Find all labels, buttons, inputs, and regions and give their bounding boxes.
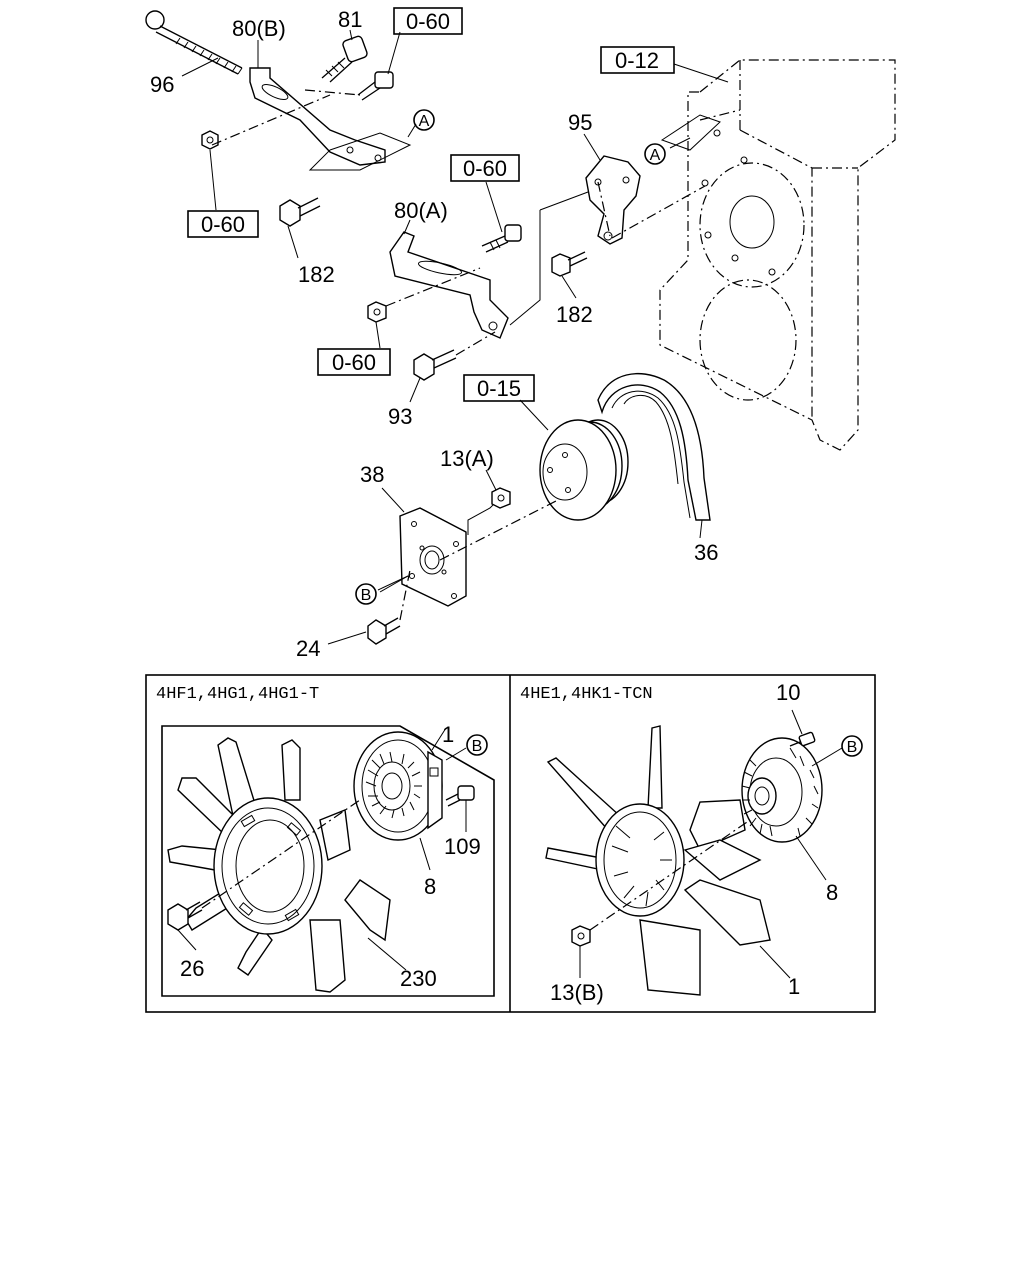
svg-text:B: B xyxy=(361,587,372,604)
left-variant-title: 4HF1,4HG1,4HG1-T xyxy=(156,685,319,704)
nut-13a xyxy=(491,487,511,509)
fitting-bolt xyxy=(357,71,394,101)
ref-box-0-60-mid[interactable]: 0-60 xyxy=(450,154,520,182)
bolt-109 xyxy=(445,785,475,807)
right-variant-leaders xyxy=(579,709,843,979)
bolt-24 xyxy=(367,617,401,645)
long-bolt-96 xyxy=(145,10,243,75)
right-variant-title: 4HE1,4HK1-TCN xyxy=(520,685,653,704)
callout-182-left: 182 xyxy=(298,262,335,287)
svg-text:A: A xyxy=(650,147,661,164)
ref-box-0-60-lower[interactable]: 0-60 xyxy=(317,348,391,376)
marker-b-right-variant: B xyxy=(841,735,863,757)
callout-13a: 13(A) xyxy=(440,446,494,471)
bracket-95 xyxy=(585,155,641,245)
hub-plate-38 xyxy=(399,507,467,607)
leader-a-top xyxy=(308,132,412,171)
callout-1-right: 1 xyxy=(788,974,800,999)
pulley xyxy=(539,419,629,521)
callout-182-right: 182 xyxy=(556,302,593,327)
marker-a-right: A xyxy=(644,143,666,165)
fan-230 xyxy=(167,737,391,993)
bolt-182-right xyxy=(551,251,588,277)
leader-a-right xyxy=(660,114,721,151)
drive-belt xyxy=(597,373,711,521)
ref-box-0-60-top[interactable]: 0-60 xyxy=(393,7,463,35)
marker-a-top: A xyxy=(413,109,435,131)
fan-1-right xyxy=(545,725,771,996)
callout-93: 93 xyxy=(388,404,412,429)
callout-8-right: 8 xyxy=(826,880,838,905)
svg-text:B: B xyxy=(472,738,483,755)
callout-8-left: 8 xyxy=(424,874,436,899)
callout-10: 10 xyxy=(776,680,800,705)
callout-leaders xyxy=(181,29,729,645)
nut-top-left xyxy=(201,130,219,150)
left-variant-leaders xyxy=(177,727,467,971)
svg-text:0-60: 0-60 xyxy=(406,9,450,34)
svg-text:0-60: 0-60 xyxy=(332,350,376,375)
callout-80a: 80(A) xyxy=(394,198,448,223)
ref-box-0-12[interactable]: 0-12 xyxy=(600,46,675,74)
svg-text:0-12: 0-12 xyxy=(615,48,659,73)
svg-text:A: A xyxy=(419,113,430,130)
bolt-81 xyxy=(321,35,368,83)
callout-1-left: 1 xyxy=(442,722,454,747)
engine-front-cover xyxy=(659,59,896,451)
callout-26: 26 xyxy=(180,956,204,981)
callout-36: 36 xyxy=(694,540,718,565)
ref-box-0-60-left[interactable]: 0-60 xyxy=(187,210,259,238)
callout-13b: 13(B) xyxy=(550,980,604,1005)
callout-38: 38 xyxy=(360,462,384,487)
svg-text:0-60: 0-60 xyxy=(201,212,245,237)
fan-clutch-left xyxy=(353,731,443,841)
svg-text:0-60: 0-60 xyxy=(463,156,507,181)
bracket-80b xyxy=(249,67,386,166)
callout-109: 109 xyxy=(444,834,481,859)
ref-box-0-15[interactable]: 0-15 xyxy=(463,374,535,402)
marker-b-left-variant: B xyxy=(466,734,488,756)
callout-81: 81 xyxy=(338,7,362,32)
bolt-upper-mid xyxy=(481,224,522,253)
left-variant-inner-frame xyxy=(161,725,495,997)
nut-mid-left xyxy=(367,301,387,323)
callout-230: 230 xyxy=(400,966,437,991)
bolt-182-left xyxy=(279,197,321,227)
bolt-93 xyxy=(413,349,457,381)
stud-10 xyxy=(789,731,816,747)
svg-text:0-15: 0-15 xyxy=(477,376,521,401)
nut-13b xyxy=(571,925,591,947)
callout-95: 95 xyxy=(568,110,592,135)
marker-b-plate: B xyxy=(355,583,377,605)
bracket-80a xyxy=(389,231,509,339)
callout-80b: 80(B) xyxy=(232,16,286,41)
bolt-26 xyxy=(167,901,203,931)
callout-96: 96 xyxy=(150,72,174,97)
svg-text:B: B xyxy=(847,739,858,756)
fan-clutch-right xyxy=(741,737,823,843)
callout-24: 24 xyxy=(296,636,320,661)
